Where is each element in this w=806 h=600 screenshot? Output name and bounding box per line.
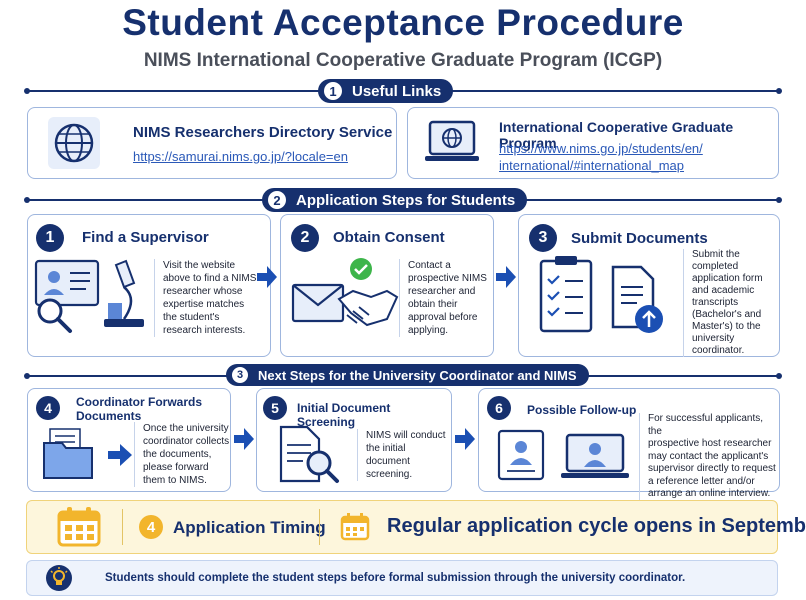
link-url-icgp-line2[interactable]: international/#international_map [499, 158, 685, 173]
divider [122, 509, 123, 545]
laptop-globe-icon [425, 120, 479, 161]
link-card-icgp[interactable]: International Cooperative Graduate Progr… [407, 107, 779, 179]
envelope-handshake-icon [291, 258, 399, 327]
divider-dot [776, 373, 782, 379]
divider [319, 509, 320, 545]
page-subtitle: NIMS International Cooperative Graduate … [143, 50, 663, 71]
globe-icon [48, 117, 100, 169]
application-timing-banner: 4 Application Timing Regular application… [26, 500, 806, 554]
step-number: 3 [529, 224, 557, 252]
step-number: 4 [36, 396, 60, 420]
folder-forward-icon [43, 428, 132, 479]
timing-message: Regular application cycle opens in Septe… [387, 515, 806, 537]
checklist-upload-icon [539, 256, 663, 333]
calendar-small-icon [340, 513, 370, 541]
step-number: 1 [36, 224, 64, 252]
timing-label: Application Timing [173, 518, 326, 537]
section-number: 2 [268, 191, 286, 209]
document-search-icon [279, 425, 339, 483]
divider-dot [776, 197, 782, 203]
arrow-right-icon [257, 266, 277, 288]
calendar-icon [57, 507, 101, 547]
link-url-icgp-line1[interactable]: https://www.nims.go.jp/students/en/ [499, 141, 703, 156]
student-note-banner: Students should complete the student ste… [26, 560, 778, 596]
step-card-initial-screening: 5 Initial Document Screening NIMS will c… [256, 388, 452, 492]
page-title: Student Acceptance Procedure [122, 2, 684, 43]
link-title: NIMS Researchers Directory Service [133, 124, 393, 141]
timing-number: 4 [139, 515, 163, 539]
divider-dot [24, 88, 30, 94]
step-title: Submit Documents [571, 230, 708, 247]
arrow-right-icon [234, 428, 254, 450]
link-card-researchers-directory[interactable]: NIMS Researchers Directory Service https… [27, 107, 397, 179]
section-label: Next Steps for the University Coordinato… [258, 367, 577, 383]
step-title: Initial Document Screening [297, 401, 391, 429]
step-title: Find a Supervisor [82, 229, 209, 246]
section-number: 3 [232, 367, 248, 383]
link-title: International Cooperative Graduate Progr… [499, 119, 734, 151]
lightbulb-icon [46, 565, 72, 591]
section-number: 1 [324, 82, 342, 100]
section-header-student-steps: 2 Application Steps for Students [262, 188, 528, 212]
step-number: 2 [291, 224, 319, 252]
section-label: Application Steps for Students [296, 191, 516, 209]
section-header-useful-links: 1 Useful Links [318, 79, 454, 103]
arrow-right-icon [455, 428, 475, 450]
divider-dot [776, 88, 782, 94]
step-number: 6 [487, 396, 511, 420]
profile-video-call-icon [497, 429, 629, 481]
section-header-coordinator-steps: 3 Next Steps for the University Coordina… [226, 364, 589, 386]
step-card-follow-up: 6 Possible Follow-up For successful appl… [478, 388, 780, 501]
arrow-right-icon [496, 266, 516, 288]
step-title: Obtain Consent [333, 229, 445, 246]
researcher-search-icon [34, 259, 144, 333]
link-url-samurai[interactable]: https://samurai.nims.go.jp/?locale=en [133, 149, 348, 164]
divider-dot [24, 197, 30, 203]
divider-dot [24, 373, 30, 379]
note-text: Students should complete the student ste… [105, 572, 686, 584]
step-number: 5 [263, 396, 287, 420]
step-title: Possible Follow-up [527, 403, 637, 417]
section-label: Useful Links [352, 82, 442, 100]
